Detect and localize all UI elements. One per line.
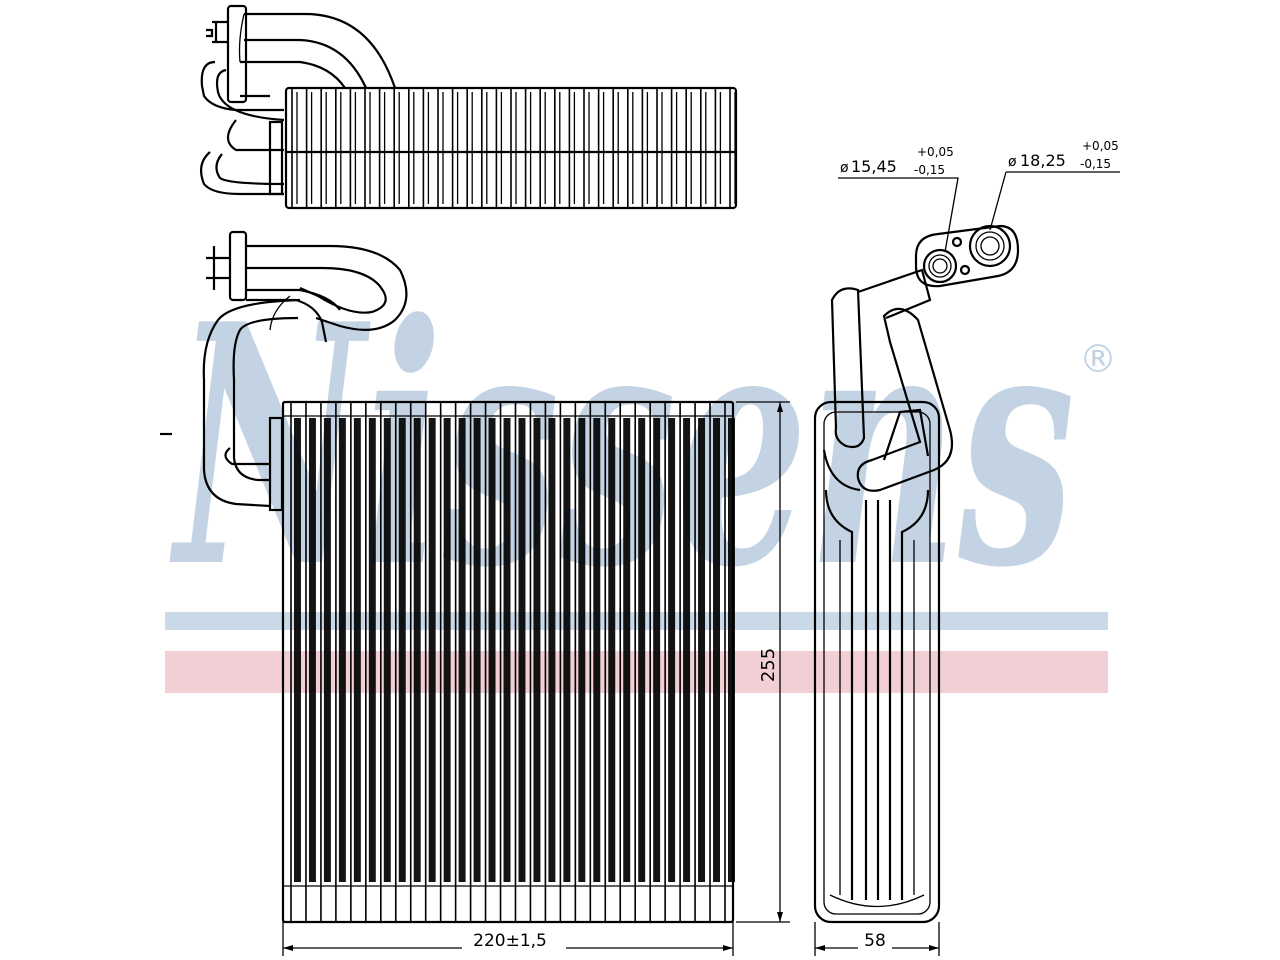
front-tube [518,418,526,882]
fitting-label-left: ø 15,45 +0,05 -0,15 [840,145,954,177]
fitting-right-tolerance-upper: +0,05 [1082,139,1119,153]
fitting-right-tolerance-lower: -0,15 [1080,157,1111,171]
top-view [199,4,738,210]
fitting-right-symbol: ø [1008,154,1017,170]
front-tube [593,418,601,882]
front-tube [398,418,406,882]
top-view-fins [284,86,738,210]
front-tube [368,418,376,882]
fitting-left-tolerance-lower: -0,15 [914,163,945,177]
front-view-fins [281,400,735,924]
dimension-width-label: 220±1,5 [473,931,547,951]
front-tube [698,418,706,882]
side-view [813,171,1120,924]
front-tube [548,418,556,882]
front-tube [338,418,346,882]
front-tube [533,418,541,882]
front-tube [458,418,466,882]
front-tube [428,418,436,882]
front-tube [353,418,361,882]
front-tube [668,418,676,882]
front-tube [563,418,571,882]
front-tube [413,418,421,882]
front-tube [578,418,586,882]
fitting-left-symbol: ø [840,160,849,176]
fitting-left-tolerance-upper: +0,05 [917,145,954,159]
fitting-left-diameter: 15,45 [851,157,897,176]
front-tube [473,418,481,882]
front-tube [713,418,720,882]
front-tube [608,418,616,882]
front-tube [638,418,646,882]
front-view [160,230,735,924]
front-tube [443,418,451,882]
front-tube [294,418,301,882]
front-tube [383,418,391,882]
front-tube [623,418,631,882]
fitting-right-diameter: 18,25 [1020,151,1066,170]
fitting-label-right: ø 18,25 +0,05 -0,15 [1008,139,1119,171]
dimension-depth-label: 58 [864,931,886,951]
dimension-width: 220±1,5 [282,922,734,956]
registered-mark: ® [1079,337,1117,381]
front-tube [308,418,316,882]
watermark-red-stripe [165,651,1108,693]
front-tube [488,418,496,882]
front-tube [683,418,691,882]
front-tube [728,418,735,882]
front-tube [503,418,511,882]
front-tube [653,418,661,882]
dimension-depth: 58 [814,922,940,956]
dimension-height: 255 [736,401,790,923]
front-tube [323,418,331,882]
dimension-height-label: 255 [758,648,779,682]
